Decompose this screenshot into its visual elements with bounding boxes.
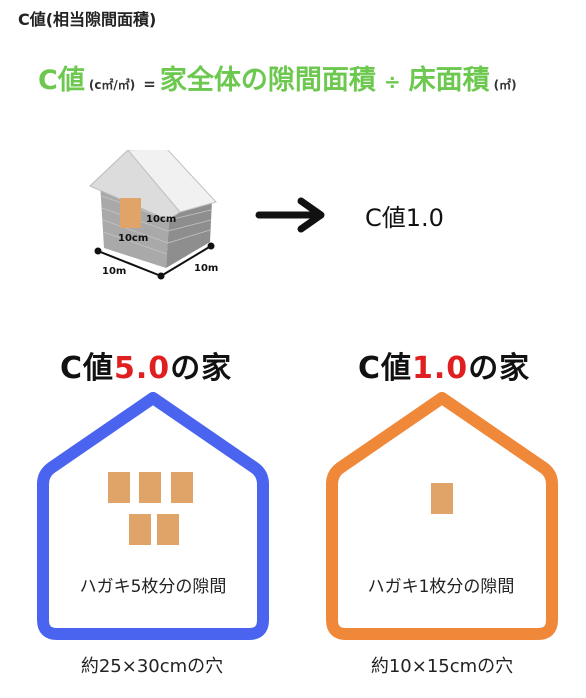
left-size-text: 約25×30cmの穴 bbox=[80, 656, 224, 677]
edge-label-left: 10m bbox=[102, 266, 126, 277]
gap-card bbox=[120, 198, 141, 228]
right-heading-prefix: C値 bbox=[358, 351, 413, 386]
edge-dot-middle bbox=[157, 272, 165, 280]
right-house-heading: C値1.0の家 bbox=[358, 343, 530, 387]
left-heading-prefix: C値 bbox=[60, 351, 115, 386]
edge-line-left bbox=[97, 250, 162, 277]
gap-card bbox=[139, 472, 161, 503]
gap-label: 10cm bbox=[118, 233, 148, 244]
formula-denominator-unit: (㎡) bbox=[493, 78, 517, 92]
left-house-heading: C値5.0の家 bbox=[60, 343, 232, 387]
formula-equals: = bbox=[143, 75, 156, 93]
formula-term-unit: (c㎡/㎡) bbox=[88, 78, 136, 92]
edge-dot-left bbox=[94, 247, 102, 255]
formula-term: C値 bbox=[38, 65, 85, 96]
right-house-outline bbox=[326, 392, 558, 640]
left-heading-suffix: の家 bbox=[170, 351, 233, 386]
result-label: C値1.0 bbox=[365, 204, 444, 232]
edge-line-right bbox=[160, 245, 212, 277]
right-house-caption: ハガキ1枚分の隙間 bbox=[367, 577, 515, 597]
formula-numerator: 家全体の隙間面積 bbox=[159, 65, 376, 96]
left-heading-value: 5.0 bbox=[114, 351, 171, 386]
edge-label-right: 10m bbox=[194, 263, 218, 274]
formula: C値 (c㎡/㎡) = 家全体の隙間面積 ÷ 床面積 (㎡) bbox=[38, 58, 521, 97]
edge-dot-right bbox=[207, 242, 215, 250]
gap-card bbox=[431, 483, 453, 514]
house-roof-right bbox=[127, 150, 217, 213]
left-house-caption: ハガキ5枚分の隙間 bbox=[79, 577, 227, 597]
formula-operator: ÷ bbox=[383, 70, 401, 94]
house-3d-illustration: 10cm 10cm 10m 10m bbox=[89, 150, 218, 280]
gap-card bbox=[171, 472, 193, 503]
gap-card bbox=[129, 514, 151, 545]
gap-label-side: 10cm bbox=[146, 214, 176, 225]
right-heading-suffix: の家 bbox=[468, 351, 531, 386]
left-house-outline bbox=[37, 392, 269, 640]
arrow-right-icon bbox=[255, 197, 325, 233]
gap-card bbox=[157, 514, 179, 545]
right-heading-value: 1.0 bbox=[412, 351, 469, 386]
page-title: C値(相当隙間面積) bbox=[18, 10, 157, 29]
right-size-text: 約10×15cmの穴 bbox=[370, 656, 514, 677]
formula-denominator: 床面積 bbox=[408, 65, 490, 96]
gap-card bbox=[108, 472, 130, 503]
house-side-wall bbox=[166, 200, 212, 268]
